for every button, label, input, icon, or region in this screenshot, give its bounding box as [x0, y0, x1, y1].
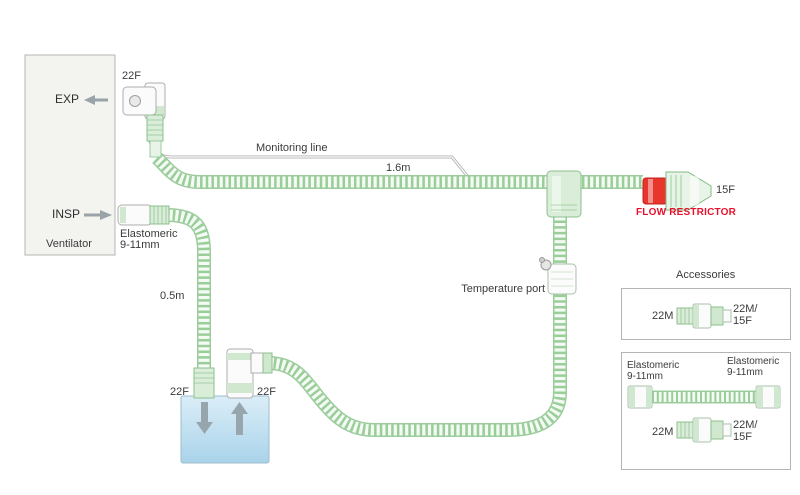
humidifier-inlet-port — [193, 367, 215, 399]
temperature-port-label: Temperature port — [461, 283, 545, 295]
monitoring-line-label: Monitoring line — [256, 142, 328, 154]
exp-flow-arrow — [84, 95, 108, 105]
insp-elastomeric-label-2: 9-11mm — [120, 239, 160, 251]
patient-connector-size-label: 15F — [716, 184, 735, 196]
accessories-box-2 — [621, 352, 791, 470]
inspiratory-limb-tube — [267, 213, 567, 437]
adapter1-right-label-1: 22M/ — [733, 303, 758, 315]
temperature-port-fitting — [539, 257, 577, 295]
exp-port-label: EXP — [55, 92, 80, 106]
exp-connector-size-label: 22F — [122, 70, 141, 82]
flex-tube-right-label-1: Elastomeric — [727, 356, 780, 367]
flex-tube-right-label-2: 9-11mm — [727, 367, 763, 378]
humidifier-chamber — [180, 348, 273, 464]
exp-elbow-connector — [122, 82, 166, 158]
adapter1-left-label: 22M — [652, 310, 674, 322]
ventilator-box — [24, 54, 116, 256]
flow-restrictor-label: FLOW RESTRICTOR — [636, 207, 737, 218]
accessories-title: Accessories — [676, 269, 736, 281]
humidifier-outlet-size-label: 22F — [257, 386, 276, 398]
adapter2-left-label: 22M — [652, 426, 674, 438]
adapter2-right-label-2: 15F — [733, 431, 752, 443]
humidifier-inlet-size-label: 22F — [170, 386, 189, 398]
wye-connector — [546, 170, 582, 218]
accessory-flex-tube — [627, 385, 781, 409]
insp-flow-arrow — [84, 210, 112, 220]
insp-tube-length-label: 0.5m — [160, 290, 185, 302]
insp-elastomeric-label-1: Elastomeric — [120, 228, 178, 240]
ventilator-label: Ventilator — [46, 238, 92, 250]
insp-port-label: INSP — [52, 207, 81, 221]
accessories-box-1 — [621, 288, 791, 340]
inspiratory-tube-short — [166, 208, 211, 376]
expiratory-limb-tube — [152, 152, 643, 189]
humidifier-up-arrow — [231, 402, 248, 435]
humidifier-outlet-elbow — [226, 348, 273, 399]
insp-elastomeric-connector — [117, 204, 170, 226]
flex-tube-left-label-2: 9-11mm — [627, 371, 663, 382]
flow-restrictor — [642, 177, 668, 205]
humidifier-down-arrow — [196, 402, 213, 434]
flex-tube-left-label-1: Elastomeric — [627, 360, 680, 371]
monitoring-line — [147, 131, 471, 179]
adapter2-right-label-1: 22M/ — [733, 419, 758, 431]
patient-connector-15f — [665, 171, 712, 211]
exp-tube-length-label: 1.6m — [386, 162, 411, 174]
adapter1-right-label-2: 15F — [733, 315, 752, 327]
